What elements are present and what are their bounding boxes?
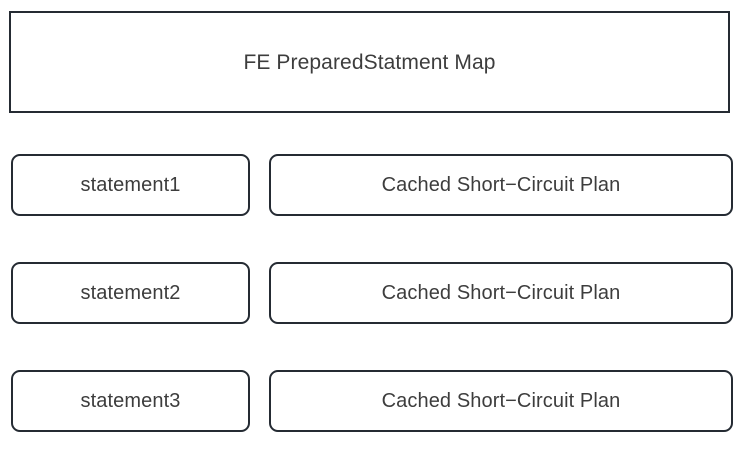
cached-plan-label: Cached Short−Circuit Plan <box>381 282 621 304</box>
statement-key-box: statement1 <box>11 154 250 216</box>
map-title-box: FE PreparedStatment Map <box>9 11 730 113</box>
statement-key-box: statement3 <box>11 370 250 432</box>
map-entry-row: statement3 Cached Short−Circuit Plan <box>0 370 748 432</box>
statement-key-label: statement3 <box>80 390 181 412</box>
cached-plan-value-box: Cached Short−Circuit Plan <box>269 370 733 432</box>
map-title-label: FE PreparedStatment Map <box>243 50 496 74</box>
cached-plan-value-box: Cached Short−Circuit Plan <box>269 262 733 324</box>
statement-key-label: statement2 <box>80 282 181 304</box>
cached-plan-label: Cached Short−Circuit Plan <box>381 390 621 412</box>
cached-plan-value-box: Cached Short−Circuit Plan <box>269 154 733 216</box>
map-entry-row: statement1 Cached Short−Circuit Plan <box>0 154 748 216</box>
map-entry-row: statement2 Cached Short−Circuit Plan <box>0 262 748 324</box>
statement-key-box: statement2 <box>11 262 250 324</box>
statement-key-label: statement1 <box>80 174 181 196</box>
cached-plan-label: Cached Short−Circuit Plan <box>381 174 621 196</box>
